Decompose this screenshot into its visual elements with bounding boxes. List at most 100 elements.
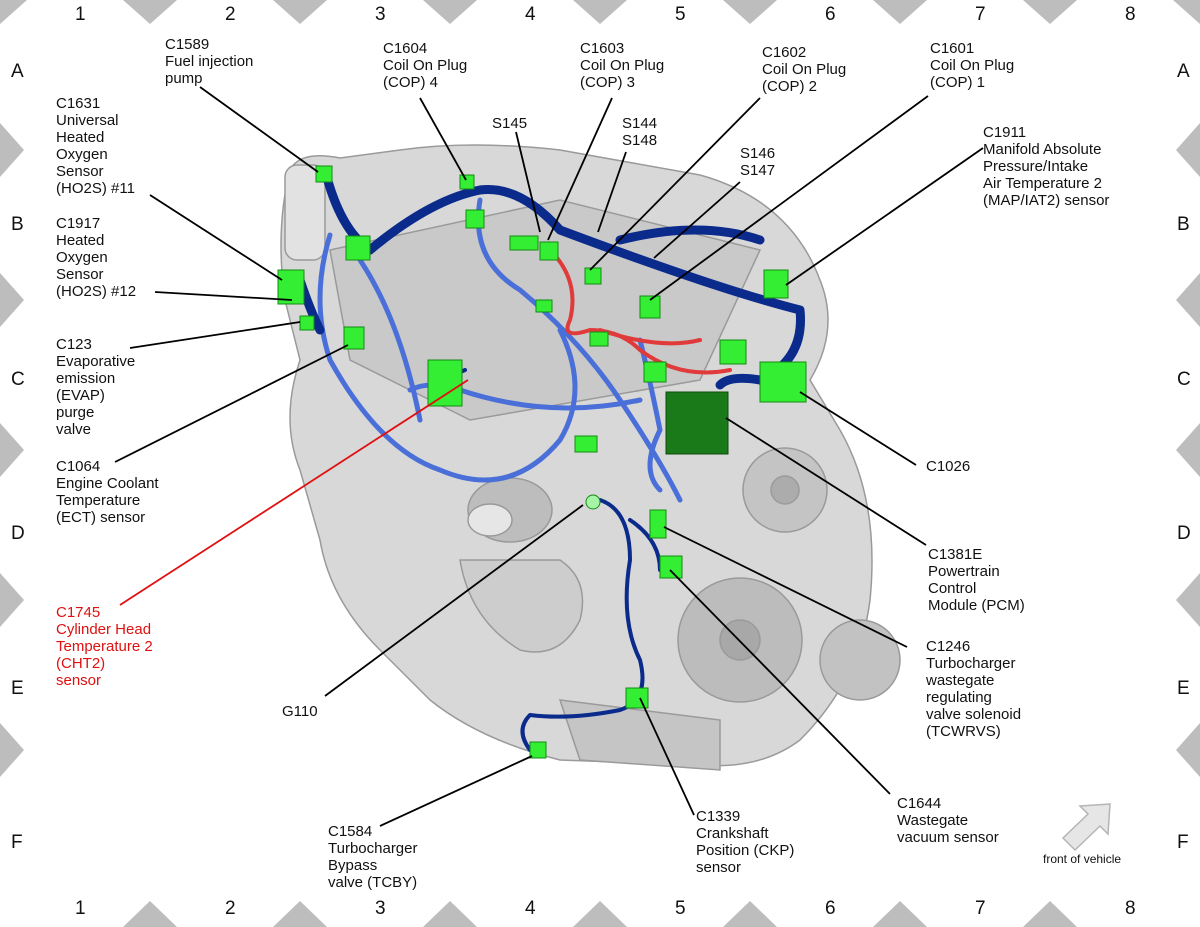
connector <box>299 315 315 331</box>
leader-g110 <box>324 504 584 697</box>
label-c1745: C1745 Cylinder Head Temperature 2 (CHT2)… <box>56 604 153 689</box>
frame-marker <box>1176 573 1200 627</box>
grid-col-8-bottom: 8 <box>1125 898 1136 919</box>
grid-row-c: C <box>11 369 25 390</box>
crank-pulley <box>819 619 901 701</box>
grid-row-d-right: D <box>1177 523 1191 544</box>
label-c1584: C1584 Turbocharger Bypass valve (TCBY) <box>328 823 418 891</box>
grid-row-c-right: C <box>1177 369 1191 390</box>
frame-marker <box>0 423 24 477</box>
leader-lines <box>114 86 984 827</box>
leader-c1603 <box>547 97 613 241</box>
label-c123: C123 Evaporative emission (EVAP) purge v… <box>56 336 136 438</box>
label-c1604: C1604 Coil On Plug (COP) 4 <box>383 40 468 91</box>
leader-c1631 <box>149 194 283 281</box>
leader-c1917 <box>154 291 293 301</box>
label-c1026: C1026 <box>926 458 971 475</box>
grid-row-b-right: B <box>1177 214 1190 235</box>
connector <box>539 241 559 261</box>
turbo-housing <box>459 559 584 653</box>
grid-col-5-bottom: 5 <box>675 898 686 919</box>
label-s144-s148: S144 S148 <box>622 115 658 149</box>
frame-marker <box>1023 0 1077 24</box>
expansion-tank <box>284 164 326 261</box>
label-c1246: C1246 Turbocharger wastegate regulating … <box>926 638 1022 740</box>
front-of-vehicle-label: front of vehicle <box>1043 852 1122 866</box>
frame-marker <box>423 0 477 24</box>
leader-c1604 <box>419 97 467 181</box>
oil-pan <box>558 699 721 771</box>
grid-col-7-bottom: 7 <box>975 898 986 919</box>
leader-c1381e <box>725 417 927 546</box>
leader-c1589 <box>199 86 319 173</box>
harness-branch <box>615 225 765 245</box>
frame-marker <box>723 901 777 927</box>
frame-marker <box>0 0 27 24</box>
frame-marker <box>873 0 927 24</box>
leader-c1644 <box>669 569 891 795</box>
connector <box>763 269 789 299</box>
grid-col-2: 2 <box>225 4 236 25</box>
leader-c1339 <box>639 697 695 816</box>
harness-branch <box>357 257 423 423</box>
label-c1917: C1917 Heated Oxygen Sensor (HO2S) #12 <box>56 215 137 300</box>
leader-c1584 <box>379 755 533 827</box>
connector <box>315 165 333 183</box>
connector <box>719 339 747 365</box>
grid-row-a: A <box>11 61 24 82</box>
label-c1603: C1603 Coil On Plug (COP) 3 <box>580 40 665 91</box>
connector <box>427 359 463 407</box>
frame-marker <box>1176 723 1200 777</box>
grid-col-6-bottom: 6 <box>825 898 836 919</box>
grid-row-d: D <box>11 523 25 544</box>
grid-col-3: 3 <box>375 4 386 25</box>
grid-col-3-bottom: 3 <box>375 898 386 919</box>
grid-col-5: 5 <box>675 4 686 25</box>
grid-col-1-bottom: 1 <box>75 898 86 919</box>
ground-terminal <box>585 494 601 510</box>
grid-row-e-right: E <box>1177 678 1190 699</box>
leader-s145 <box>515 131 541 233</box>
grid-col-4-bottom: 4 <box>525 898 536 919</box>
grid-col-4: 4 <box>525 4 536 25</box>
frame-marker <box>0 123 24 177</box>
leader-s146 <box>653 181 741 259</box>
label-c1339: C1339 Crankshaft Position (CKP) sensor <box>696 808 795 876</box>
pcm-module <box>665 391 729 455</box>
frame-marker <box>723 0 777 24</box>
leader-s144 <box>597 151 627 233</box>
grid-col-2-bottom: 2 <box>225 898 236 919</box>
frame-marker <box>573 901 627 927</box>
connector <box>459 174 475 190</box>
connector <box>277 269 305 305</box>
label-g110: G110 <box>282 703 318 720</box>
oil-filler <box>467 503 513 537</box>
connector <box>659 555 683 579</box>
frame-marker <box>1176 123 1200 177</box>
connector <box>584 267 602 285</box>
label-c1064: C1064 Engine Coolant Temperature (ECT) s… <box>56 458 159 526</box>
label-c1911: C1911 Manifold Absolute Pressure/Intake … <box>983 124 1110 209</box>
connector <box>343 326 365 350</box>
label-c1631: C1631 Universal Heated Oxygen Sensor (HO… <box>56 95 135 197</box>
connector <box>643 361 667 383</box>
label-s146-s147: S146 S147 <box>740 145 776 179</box>
frame-marker <box>1173 0 1200 24</box>
harness-branch <box>598 328 702 346</box>
leader-c1064 <box>114 344 349 463</box>
connectors <box>277 165 807 759</box>
frame-marker <box>423 901 477 927</box>
connector <box>759 361 807 403</box>
grid-row-f: F <box>11 832 23 853</box>
front-of-vehicle-arrow-icon <box>1061 803 1111 852</box>
harness-red <box>548 248 732 375</box>
frame-marker <box>123 901 177 927</box>
frame-marker <box>1176 273 1200 327</box>
grid-row-a-right: A <box>1177 61 1190 82</box>
grid-col-8: 8 <box>1125 4 1136 25</box>
grid-row-e: E <box>11 678 24 699</box>
connector <box>649 509 667 539</box>
leader-c1602 <box>589 97 761 271</box>
leader-c1745 <box>119 379 469 606</box>
